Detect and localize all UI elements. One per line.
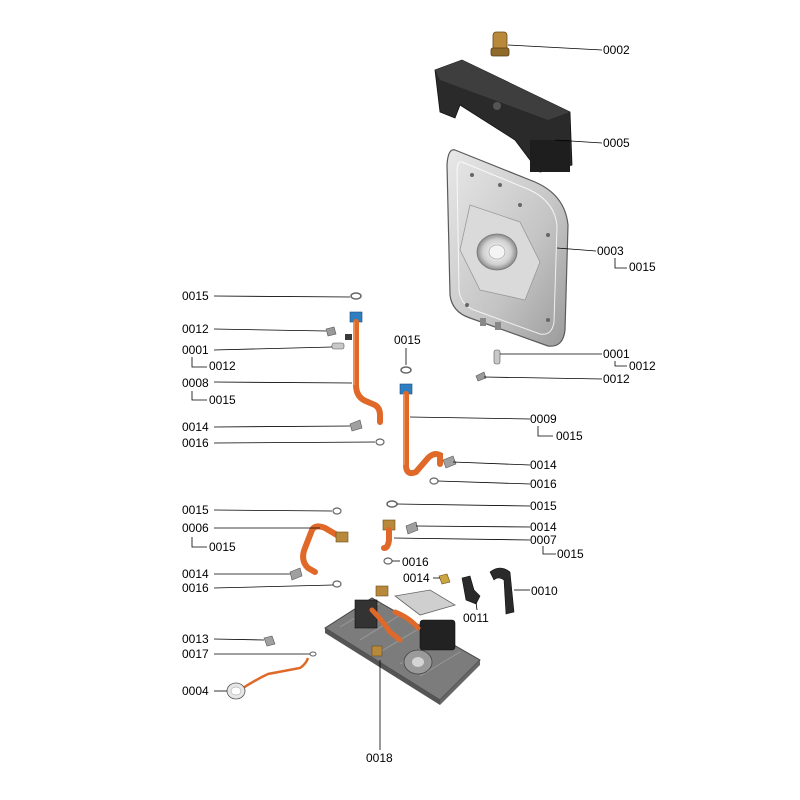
label-0018: 0018: [366, 751, 393, 765]
label-0002: 0002: [603, 43, 630, 57]
label-0006: 0006: [182, 521, 209, 535]
label-0012-a: 0012: [182, 322, 209, 336]
part-0016-oring-d: [383, 557, 393, 565]
part-0014-clip-b: [442, 455, 457, 469]
label-0016-a: 0016: [182, 436, 209, 450]
part-0012-clip-right: [475, 371, 487, 382]
label-0011: 0011: [463, 611, 489, 625]
part-0001-sensor-left: [331, 342, 345, 350]
part-0017-oring: [309, 651, 317, 657]
part-0013-clip: [263, 635, 276, 647]
label-0001-a: 0001: [182, 343, 209, 357]
part-0008-pipe: [345, 311, 383, 425]
label-0014-e: 0014: [403, 571, 430, 585]
label-0015-i: 0015: [557, 547, 584, 561]
label-0007: 0007: [530, 533, 557, 547]
label-0014-d: 0014: [182, 567, 209, 581]
part-0016-oring-c: [332, 580, 342, 588]
label-0015-e: 0015: [556, 429, 583, 443]
part-0002-air-vent: [490, 31, 510, 57]
label-0008: 0008: [182, 376, 209, 390]
label-0015-f: 0015: [182, 503, 209, 517]
label-0009: 0009: [530, 412, 557, 426]
label-0004: 0004: [182, 684, 209, 698]
part-0014-clip-c: [289, 567, 303, 581]
part-0014-clip-e: [438, 573, 451, 585]
part-0015-seal-lower: [386, 500, 398, 508]
part-0004-pressure-gauge: [226, 657, 310, 700]
part-0015-seal-middle: [400, 366, 412, 374]
part-0014-clip-a: [349, 419, 363, 432]
label-0003: 0003: [597, 244, 624, 258]
label-0015-g: 0015: [530, 499, 557, 513]
label-0016-c: 0016: [402, 555, 429, 569]
label-0012-c: 0012: [629, 359, 656, 373]
label-0001-b: 0001: [603, 347, 630, 361]
part-0010-drain-elbow: [489, 567, 515, 615]
label-0016-d: 0016: [182, 581, 209, 595]
label-0015-d: 0015: [394, 333, 421, 347]
part-0016-oring-a: [375, 438, 385, 446]
label-0013: 0013: [182, 632, 209, 646]
part-0007-pipe: [381, 519, 396, 551]
label-0015-h: 0015: [209, 540, 236, 554]
part-0015-seal-0006: [332, 507, 342, 515]
part-0005-top-bracket: [434, 59, 573, 173]
label-0014-c: 0014: [530, 520, 557, 534]
part-0009-pipe: [399, 383, 443, 477]
part-0006-pipe: [300, 523, 349, 575]
part-0018-hydraulic-group: [324, 585, 481, 705]
part-0001-sensor-right: [493, 349, 501, 365]
part-0014-clip-d: [405, 521, 419, 535]
leader-lines: [191, 44, 627, 750]
part-0015-seal-top-left: [350, 292, 362, 300]
label-0012-d: 0012: [603, 372, 630, 386]
label-0015-a: 0015: [629, 260, 656, 274]
label-0015-b: 0015: [182, 289, 209, 303]
part-0016-oring-b: [429, 477, 439, 485]
label-0005: 0005: [603, 136, 630, 150]
part-labels: 0002 0005 0003 0015 0015 0012 0001 0012 …: [182, 43, 656, 765]
label-0017: 0017: [182, 647, 209, 661]
label-0015-c: 0015: [209, 393, 236, 407]
label-0010: 0010: [531, 584, 558, 598]
part-0012-clip-left: [325, 326, 337, 337]
label-0014-a: 0014: [182, 420, 209, 434]
part-0003-heat-exchanger: [446, 149, 569, 347]
part-0011-elbow: [461, 575, 481, 605]
label-0016-b: 0016: [530, 477, 557, 491]
label-0014-b: 0014: [530, 458, 557, 472]
label-0012-b: 0012: [209, 359, 236, 373]
